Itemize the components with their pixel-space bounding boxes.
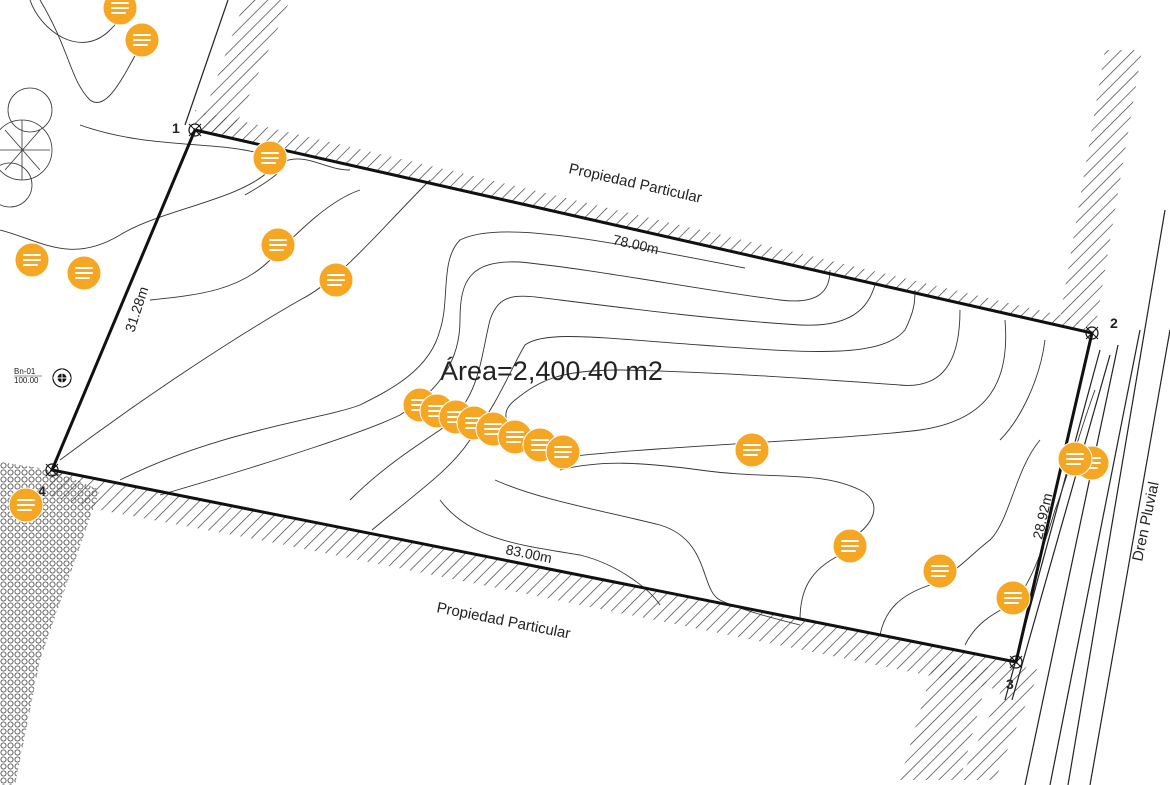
- comment-lines-icon: [23, 254, 41, 266]
- comment-lines-icon: [506, 431, 524, 443]
- neighbor-north-label: Propiedad Particular: [567, 160, 703, 206]
- hatch-south-corner: [900, 660, 990, 780]
- comment-lines-icon: [484, 423, 502, 435]
- comment-lines-icon: [133, 34, 151, 46]
- comment-lines-icon: [1066, 453, 1084, 465]
- tree-symbol: [0, 87, 53, 208]
- vertex-2: 2: [1085, 315, 1118, 340]
- comment-lines-icon: [261, 152, 279, 164]
- comment-lines-icon: [75, 267, 93, 279]
- comment-lines-icon: [841, 540, 859, 552]
- comment-marker[interactable]: [260, 227, 296, 263]
- comment-lines-icon: [17, 499, 35, 511]
- hatched-boundary-areas: [0, 0, 1142, 785]
- vertex-2-label: 2: [1110, 315, 1118, 331]
- area-label: Área=2,400.40 m2: [440, 356, 663, 386]
- drain-label: Dren Pluvial: [1129, 480, 1162, 563]
- vertex-markers: 1 2 3 4: [38, 120, 1118, 692]
- comment-marker[interactable]: [1057, 441, 1093, 477]
- comment-lines-icon: [327, 274, 345, 286]
- hatch-east-upper: [1060, 50, 1142, 330]
- comment-lines-icon: [531, 439, 549, 451]
- comment-marker[interactable]: [318, 262, 354, 298]
- comment-markers: [8, 0, 1110, 616]
- vertex-3-label: 3: [1006, 676, 1014, 692]
- comment-marker[interactable]: [8, 487, 44, 523]
- comment-lines-icon: [554, 446, 572, 458]
- comment-marker[interactable]: [66, 255, 102, 291]
- comment-marker[interactable]: [545, 434, 581, 470]
- hatch-road-upper: [198, 0, 290, 135]
- vertex-1-label: 1: [172, 120, 180, 136]
- comment-marker[interactable]: [102, 0, 138, 26]
- hatch-south: [48, 470, 1016, 690]
- comment-lines-icon: [1004, 592, 1022, 604]
- comment-marker[interactable]: [995, 580, 1031, 616]
- benchmark-name: Bn-01: [14, 367, 36, 376]
- neighbor-south-label: Propiedad Particular: [435, 599, 572, 642]
- dotted-sw-area: [0, 462, 100, 785]
- comment-lines-icon: [931, 565, 949, 577]
- vertex-3: 3: [1006, 655, 1023, 692]
- comment-lines-icon: [269, 239, 287, 251]
- comment-marker[interactable]: [14, 242, 50, 278]
- comment-marker[interactable]: [734, 432, 770, 468]
- hatch-east-lower: [960, 665, 1040, 780]
- comment-marker[interactable]: [832, 528, 868, 564]
- vertex-4-label: 4: [38, 483, 46, 499]
- vertex-1: 1: [172, 120, 202, 137]
- hatch-north: [195, 110, 1092, 333]
- comment-lines-icon: [111, 2, 129, 14]
- comment-marker[interactable]: [922, 553, 958, 589]
- comment-marker[interactable]: [252, 140, 288, 176]
- comment-lines-icon: [743, 444, 761, 456]
- side-right-length: 28.92m: [1029, 492, 1055, 541]
- comment-marker[interactable]: [124, 22, 160, 58]
- benchmark-elevation: 100.00: [14, 376, 39, 385]
- road-lines: [184, 0, 1170, 785]
- benchmark: Bn-01 100.00: [14, 367, 72, 388]
- vertex-4: 4: [38, 463, 59, 499]
